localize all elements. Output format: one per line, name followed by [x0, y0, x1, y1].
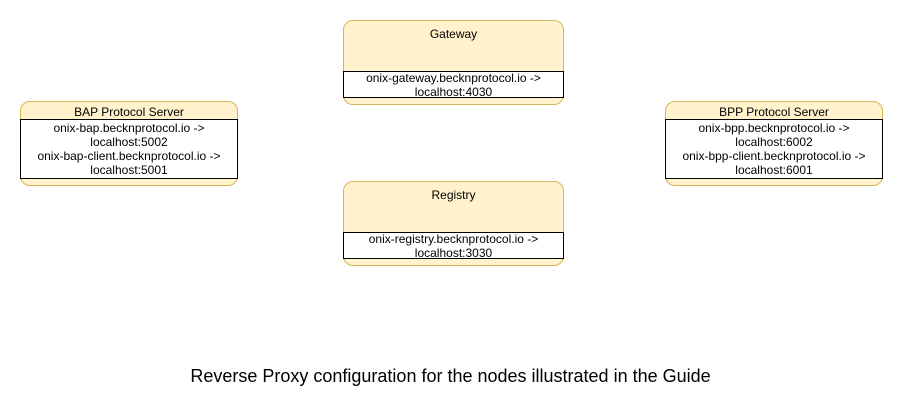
- node-bpp-protocol-server: BPP Protocol Server onix-bpp.becknprotoc…: [665, 101, 883, 186]
- node-gateway-title: Gateway: [429, 27, 478, 41]
- node-registry: Registry onix-registry.becknprotocol.io …: [343, 181, 564, 266]
- node-gateway: Gateway onix-gateway.becknprotocol.io ->…: [343, 20, 564, 105]
- proxy-mapping-line: onix-gateway.becknprotocol.io ->: [366, 70, 541, 85]
- proxy-mapping-line: localhost:6002: [735, 135, 813, 149]
- node-bpp-title: BPP Protocol Server: [719, 105, 829, 119]
- proxy-mapping-line: localhost:4030: [414, 84, 493, 99]
- node-registry-title: Registry: [431, 188, 476, 202]
- proxy-mapping-line: onix-bpp-client.becknprotocol.io ->: [682, 149, 866, 163]
- node-gateway-proxy-mapping-box: onix-gateway.becknprotocol.io -> localho…: [343, 70, 564, 99]
- node-bap-proxy-mapping-box: onix-bap.becknprotocol.io -> localhost:5…: [20, 119, 238, 179]
- proxy-mapping-line: localhost:3030: [414, 245, 493, 260]
- node-bpp-proxy-mapping-box: onix-bpp.becknprotocol.io -> localhost:6…: [665, 119, 883, 179]
- node-bap-protocol-server: BAP Protocol Server onix-bap.becknprotoc…: [20, 101, 238, 186]
- proxy-mapping-line: localhost:5002: [90, 135, 168, 149]
- proxy-mapping-line: localhost:5001: [90, 163, 168, 177]
- proxy-mapping-line: onix-bap-client.becknprotocol.io ->: [37, 149, 221, 163]
- proxy-mapping-line: localhost:6001: [735, 163, 813, 177]
- proxy-mapping-line: onix-bpp.becknprotocol.io ->: [698, 121, 850, 135]
- node-bap-title: BAP Protocol Server: [74, 105, 184, 119]
- diagram-caption: Reverse Proxy configuration for the node…: [190, 366, 711, 386]
- node-registry-proxy-mapping-box: onix-registry.becknprotocol.io -> localh…: [343, 231, 564, 260]
- proxy-mapping-line: onix-bap.becknprotocol.io ->: [53, 121, 205, 135]
- proxy-mapping-line: onix-registry.becknprotocol.io ->: [368, 231, 539, 246]
